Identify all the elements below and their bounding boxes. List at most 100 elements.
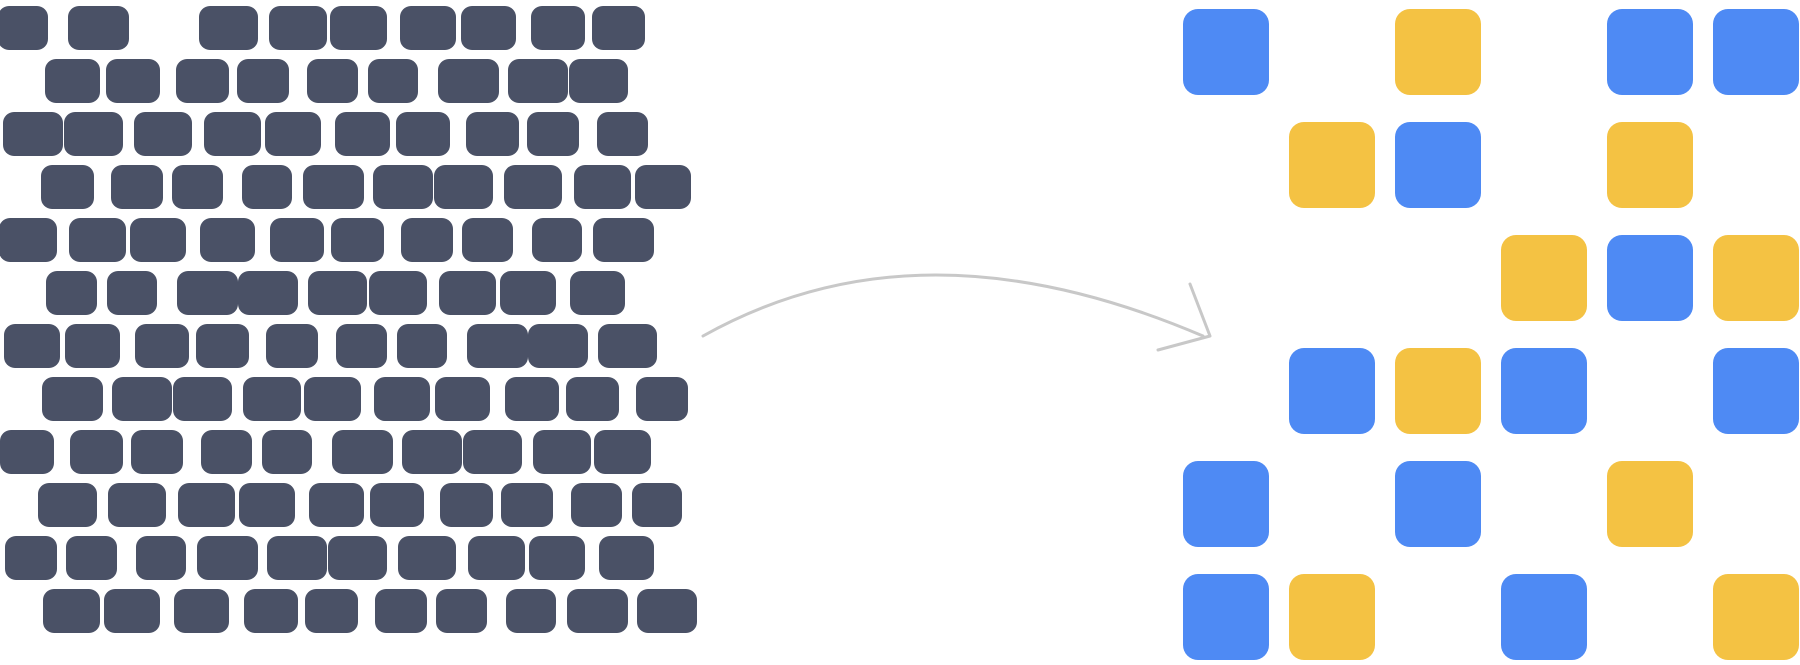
source-tile bbox=[174, 589, 229, 633]
blue-tile bbox=[1713, 348, 1799, 434]
source-tile bbox=[635, 165, 691, 209]
source-tile bbox=[592, 6, 645, 50]
source-tile bbox=[400, 6, 456, 50]
source-tile bbox=[42, 377, 103, 421]
source-tile bbox=[375, 589, 427, 633]
source-tile bbox=[369, 271, 427, 315]
source-tile bbox=[466, 112, 519, 156]
source-tile bbox=[41, 165, 94, 209]
yellow-tile bbox=[1607, 461, 1693, 547]
yellow-tile bbox=[1289, 122, 1375, 208]
yellow-tile bbox=[1713, 574, 1799, 660]
source-tile bbox=[104, 589, 160, 633]
source-tile bbox=[305, 589, 358, 633]
source-tile bbox=[374, 377, 430, 421]
source-tile bbox=[637, 589, 697, 633]
source-tile bbox=[270, 218, 324, 262]
source-tile bbox=[508, 59, 568, 103]
source-tile bbox=[328, 536, 387, 580]
source-tile bbox=[237, 59, 289, 103]
source-tile bbox=[373, 165, 433, 209]
source-tile bbox=[43, 589, 100, 633]
blue-tile bbox=[1607, 9, 1693, 95]
source-tile bbox=[435, 377, 490, 421]
source-tile bbox=[594, 430, 651, 474]
source-tile bbox=[0, 6, 48, 50]
blue-tile bbox=[1289, 348, 1375, 434]
source-tile bbox=[531, 6, 585, 50]
source-tile bbox=[468, 536, 525, 580]
source-tile bbox=[0, 430, 54, 474]
source-tile bbox=[598, 324, 657, 368]
source-tile bbox=[368, 59, 418, 103]
source-tile bbox=[436, 589, 487, 633]
source-tile bbox=[331, 218, 384, 262]
source-tile bbox=[434, 165, 493, 209]
source-tile bbox=[501, 483, 553, 527]
source-tile bbox=[70, 430, 123, 474]
yellow-tile bbox=[1713, 235, 1799, 321]
source-tile bbox=[396, 112, 450, 156]
source-tile bbox=[574, 165, 631, 209]
source-tile bbox=[307, 59, 358, 103]
source-tile bbox=[267, 536, 327, 580]
source-tile bbox=[440, 483, 493, 527]
source-tile bbox=[401, 218, 453, 262]
source-tile bbox=[398, 536, 456, 580]
source-tile bbox=[131, 430, 183, 474]
source-tile bbox=[461, 6, 516, 50]
source-tile bbox=[201, 430, 252, 474]
source-tile bbox=[571, 483, 622, 527]
source-tile bbox=[200, 218, 255, 262]
source-tile bbox=[244, 589, 298, 633]
source-tile bbox=[136, 536, 186, 580]
source-tile bbox=[262, 430, 312, 474]
source-tile bbox=[4, 324, 60, 368]
source-tile bbox=[134, 112, 192, 156]
source-tile bbox=[569, 59, 628, 103]
source-tile bbox=[336, 324, 387, 368]
source-tile bbox=[38, 483, 97, 527]
source-tile bbox=[196, 324, 249, 368]
yellow-tile bbox=[1607, 122, 1693, 208]
source-tile-grid bbox=[0, 6, 697, 633]
source-tile bbox=[597, 112, 648, 156]
source-tile bbox=[370, 483, 424, 527]
source-tile bbox=[107, 271, 157, 315]
target-tile-grid bbox=[1183, 9, 1799, 660]
source-tile bbox=[593, 218, 654, 262]
source-tile bbox=[199, 6, 258, 50]
yellow-tile bbox=[1501, 235, 1587, 321]
source-tile bbox=[397, 324, 447, 368]
source-tile bbox=[330, 6, 387, 50]
source-tile bbox=[570, 271, 625, 315]
source-tile bbox=[632, 483, 682, 527]
source-tile bbox=[204, 112, 261, 156]
yellow-tile bbox=[1395, 9, 1481, 95]
source-tile bbox=[533, 430, 591, 474]
source-tile bbox=[438, 59, 499, 103]
source-tile bbox=[130, 218, 186, 262]
source-tile bbox=[439, 271, 496, 315]
source-tile bbox=[112, 377, 172, 421]
source-tile bbox=[64, 112, 123, 156]
source-tile bbox=[135, 324, 189, 368]
source-tile bbox=[108, 483, 166, 527]
blue-tile bbox=[1713, 9, 1799, 95]
source-tile bbox=[266, 324, 318, 368]
source-tile bbox=[309, 483, 364, 527]
source-tile bbox=[529, 536, 585, 580]
source-tile bbox=[467, 324, 528, 368]
source-tile bbox=[111, 165, 163, 209]
source-tile bbox=[500, 271, 556, 315]
source-tile bbox=[3, 112, 63, 156]
source-tile bbox=[66, 536, 117, 580]
source-tile bbox=[308, 271, 367, 315]
source-tile bbox=[527, 112, 579, 156]
blue-tile bbox=[1395, 122, 1481, 208]
blue-tile bbox=[1183, 9, 1269, 95]
source-tile bbox=[528, 324, 588, 368]
source-tile bbox=[68, 6, 129, 50]
blue-tile bbox=[1395, 461, 1481, 547]
source-tile bbox=[173, 377, 232, 421]
